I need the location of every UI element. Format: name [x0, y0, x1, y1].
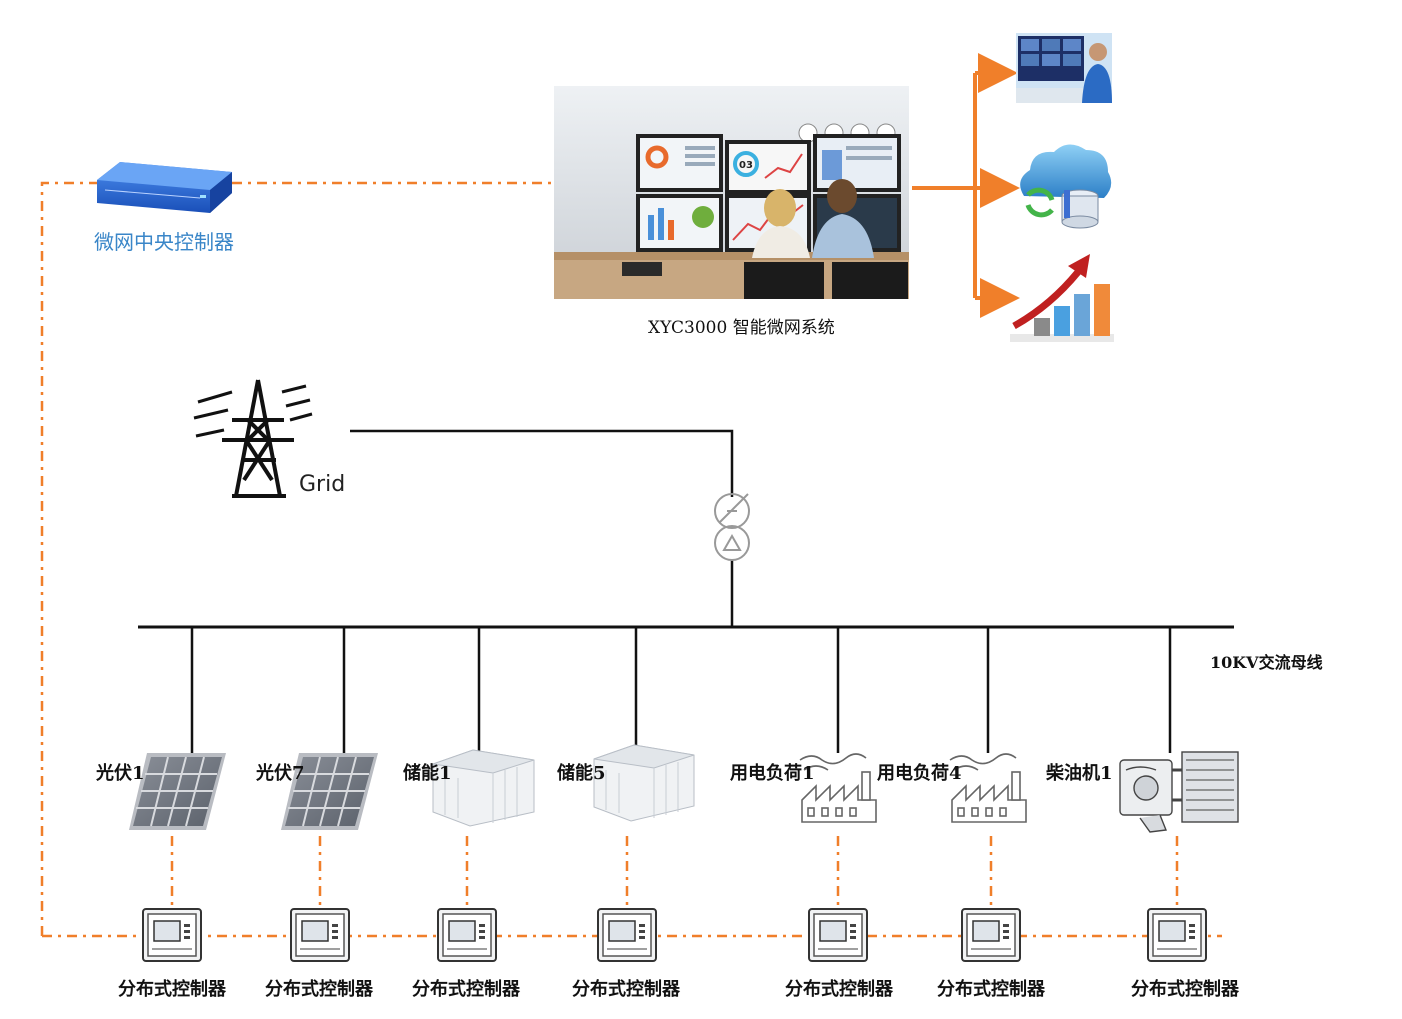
transmission-tower-icon	[193, 379, 313, 498]
device-label-load1: 用电负荷1	[730, 763, 815, 784]
distributed-controller-icon	[597, 908, 657, 962]
central-controller-label: 微网中央控制器	[94, 230, 234, 254]
controller-label: 分布式控制器	[118, 979, 226, 1000]
solar-panel-icon	[281, 753, 378, 830]
transformer-icon	[714, 493, 750, 561]
controller-label: 分布式控制器	[265, 979, 373, 1000]
system-label: XYC3000 智能微网系统	[648, 318, 835, 338]
comm-lines	[40, 181, 1222, 938]
comm-line-top	[40, 181, 97, 936]
controller-label: 分布式控制器	[937, 979, 1045, 1000]
device-label-diesel1: 柴油机1	[1046, 763, 1113, 784]
output-arrows	[912, 53, 1020, 318]
monitoring-center-icon	[1016, 33, 1112, 103]
distributed-controller-icon	[961, 908, 1021, 962]
controller-label: 分布式控制器	[572, 979, 680, 1000]
distributed-controller-icon	[808, 908, 868, 962]
device-label-pv1: 光伏1	[96, 763, 145, 784]
controller-label: 分布式控制器	[412, 979, 520, 1000]
grid-label: Grid	[299, 472, 346, 497]
device-label-load4: 用电负荷4	[877, 763, 962, 784]
distributed-controller-icon	[290, 908, 350, 962]
factory-load-icon	[799, 753, 877, 823]
bus-label: 10KV交流母线	[1210, 653, 1323, 672]
growth-chart-icon	[1010, 254, 1114, 342]
power-lines	[138, 429, 1234, 753]
controller-label: 分布式控制器	[1131, 979, 1239, 1000]
control-room-photo: 03	[554, 86, 909, 299]
distributed-controller-icon	[1147, 908, 1207, 962]
server-rack-icon	[97, 162, 232, 213]
storage-container-icon	[593, 744, 695, 822]
storage-container-icon	[432, 749, 535, 827]
device-label-storage1: 储能1	[403, 763, 452, 784]
factory-load-icon	[949, 753, 1027, 823]
svg-text:03: 03	[739, 160, 753, 171]
device-label-storage5: 储能5	[557, 763, 606, 784]
solar-panel-icon	[129, 753, 226, 830]
distributed-controller-icon	[142, 908, 202, 962]
controller-label: 分布式控制器	[785, 979, 893, 1000]
diesel-generator-icon	[1119, 751, 1239, 833]
distributed-controller-icon	[437, 908, 497, 962]
device-label-pv7: 光伏7	[256, 763, 305, 784]
grid-feeder	[350, 429, 734, 497]
cloud-database-icon	[1020, 144, 1112, 229]
